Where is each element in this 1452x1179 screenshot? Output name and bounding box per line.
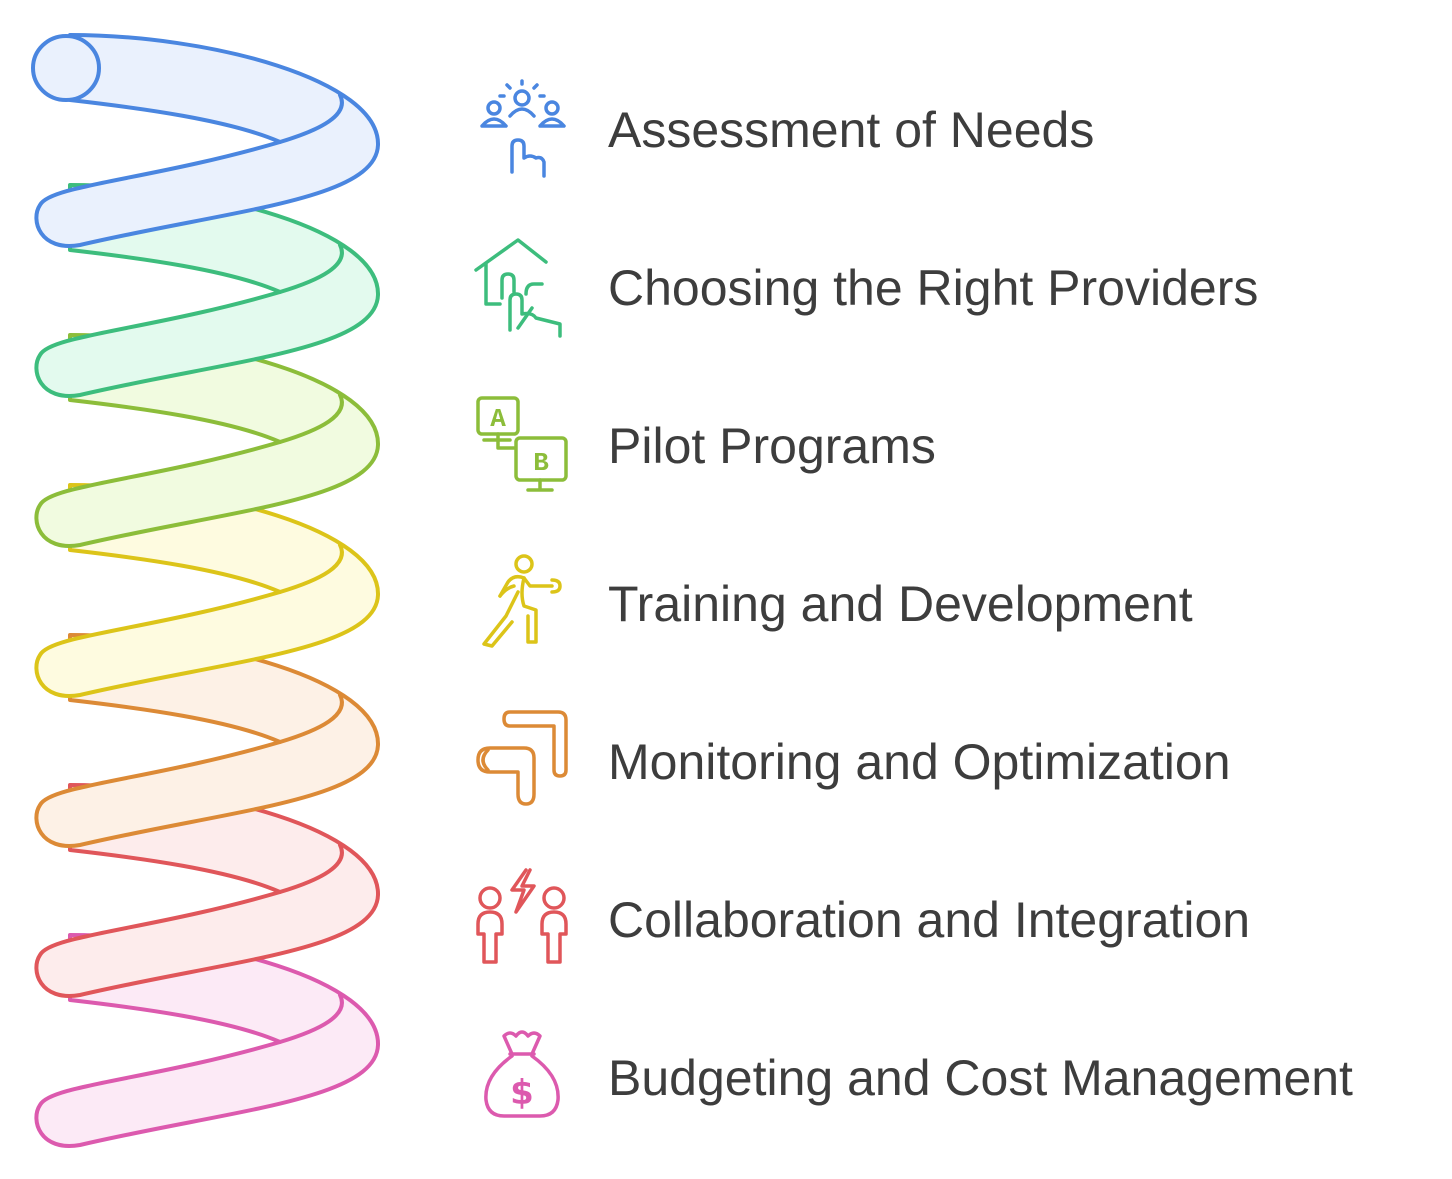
- coil-ridge: [278, 993, 344, 1044]
- coil-ridge: [278, 243, 344, 294]
- dollar-sign: $: [510, 1073, 534, 1113]
- pipe-icon: [476, 710, 568, 806]
- house-select-icon: [474, 238, 562, 338]
- step-label: Monitoring and Optimization: [608, 734, 1231, 790]
- ab-letter-b: B: [533, 448, 549, 478]
- step-training-and-development: Training and Development: [470, 550, 1430, 660]
- step-label: Assessment of Needs: [608, 102, 1095, 158]
- coil-ridge: [278, 693, 344, 744]
- coil-loop: [34, 33, 381, 248]
- step-label: Pilot Programs: [608, 418, 936, 474]
- coil-top-opening: [31, 34, 101, 102]
- people-energy-icon: [476, 868, 568, 964]
- step-label: Choosing the Right Providers: [608, 260, 1259, 316]
- step-label: Training and Development: [608, 576, 1193, 632]
- step-monitoring-and-optimization: Monitoring and Optimization: [470, 708, 1430, 818]
- coil-ridge: [278, 93, 344, 144]
- ab-letter-a: A: [490, 404, 506, 434]
- step-label: Budgeting and Cost Management: [608, 1050, 1353, 1106]
- step-label: Collaboration and Integration: [608, 892, 1251, 948]
- coil-ridge: [278, 543, 344, 594]
- step-choosing-the-right-providers: Choosing the Right Providers: [470, 234, 1430, 344]
- step-collaboration-and-integration: Collaboration and Integration: [470, 866, 1430, 976]
- step-budgeting-and-cost-management: $ Budgeting and Cost Management: [470, 1024, 1430, 1134]
- exercise-icon: [482, 554, 562, 648]
- coil-band: [34, 33, 381, 248]
- step-assessment-of-needs: Assessment of Needs: [470, 76, 1430, 186]
- coil-ridge: [278, 843, 344, 894]
- step-pilot-programs: A B Pilot Programs: [470, 392, 1430, 502]
- ab-test-icon: A B: [476, 396, 568, 492]
- coil-ridge: [278, 393, 344, 444]
- money-bag-icon: $: [484, 1030, 560, 1118]
- team-select-icon: [480, 79, 566, 178]
